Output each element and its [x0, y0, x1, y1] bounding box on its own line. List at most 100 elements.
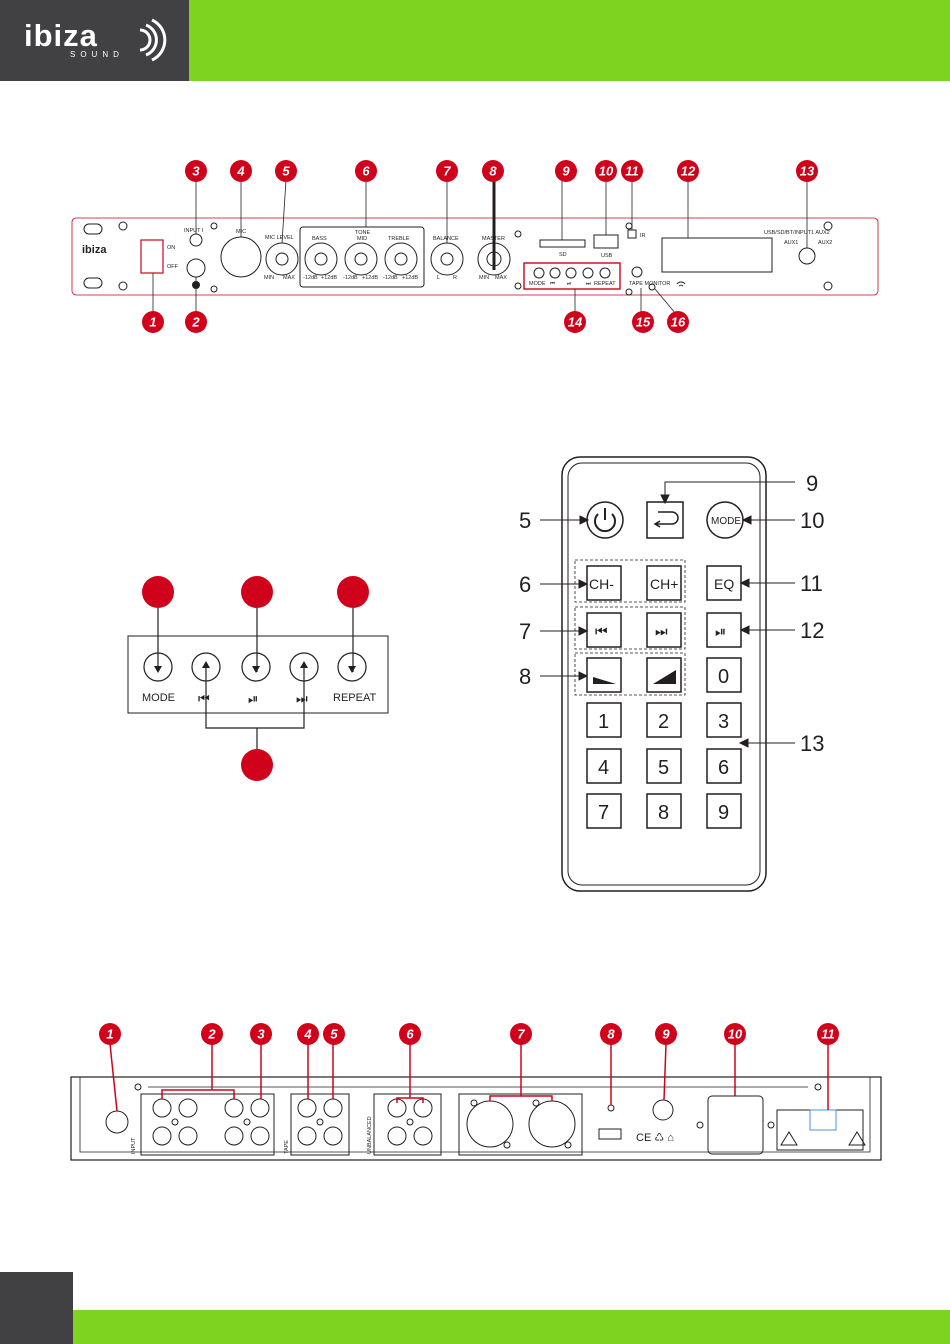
remote-next-button[interactable] — [646, 612, 682, 648]
mode-button[interactable] — [533, 267, 545, 279]
rca-jack[interactable] — [224, 1126, 244, 1146]
front-panel-badge — [564, 311, 586, 333]
label-on: ON — [167, 245, 175, 251]
arrow-up-icon — [202, 661, 210, 668]
remote-callout-7: 7 — [519, 619, 531, 644]
logo-text: ibiza — [24, 18, 98, 53]
detail-repeat-button[interactable] — [337, 652, 367, 682]
front-panel-badge — [555, 160, 577, 182]
front-panel-badge — [796, 160, 818, 182]
label-sd: SD — [559, 252, 567, 258]
unbalanced-jack[interactable] — [413, 1126, 433, 1146]
play-pause-icon: ⏯ — [567, 281, 571, 287]
svg-text:ibiza: ibiza — [82, 244, 107, 256]
label-l: L — [437, 275, 440, 281]
front-panel-badge-number: 11 — [625, 164, 639, 179]
label-db-plus: +12dB — [402, 275, 418, 281]
mid-knob[interactable] — [344, 242, 378, 276]
tape-jack[interactable] — [297, 1098, 317, 1118]
front-panel-badge — [632, 311, 654, 333]
rca-jack[interactable] — [250, 1126, 270, 1146]
remote-digit-9[interactable] — [706, 793, 742, 829]
digit-label: 0 — [718, 666, 729, 688]
front-panel-badge-number: 7 — [443, 164, 451, 179]
ground-terminal[interactable] — [652, 1099, 674, 1121]
remote-digit-2[interactable] — [646, 702, 682, 738]
tone-section — [299, 226, 425, 288]
remote-ch-minus-button[interactable] — [586, 565, 622, 601]
rca-jack[interactable] — [178, 1126, 198, 1146]
remote-ch-minus-label: CH- — [589, 576, 614, 592]
tape-monitor-button[interactable] — [631, 266, 643, 278]
unbalanced-section — [373, 1093, 442, 1156]
sd-slot[interactable] — [539, 239, 586, 248]
remote-callout-11: 11 — [800, 571, 823, 596]
detail-label-mode: MODE — [142, 692, 175, 704]
front-panel-frame — [71, 217, 879, 296]
next-icon: ⏭ — [296, 691, 308, 706]
remote-digit-8[interactable] — [646, 793, 682, 829]
remote-digit-4[interactable] — [586, 748, 622, 784]
unbalanced-jack[interactable] — [387, 1126, 407, 1146]
label-db-minus: -12dB — [343, 275, 358, 281]
rear-panel-badge-number: 8 — [607, 1027, 615, 1042]
remote-digit-0[interactable] — [706, 657, 742, 693]
rear-panel-badge-number: 2 — [207, 1027, 216, 1042]
remote-eq-label: EQ — [714, 576, 734, 592]
rear-panel-frame — [70, 1076, 882, 1161]
remote-digit-6[interactable] — [706, 748, 742, 784]
prev-icon: ⏮ — [595, 623, 608, 639]
voltage-selector[interactable] — [598, 1128, 622, 1140]
treble-knob[interactable] — [384, 242, 418, 276]
label-max: MAX — [495, 275, 507, 281]
play-pause-button[interactable] — [565, 267, 577, 279]
front-panel-badge-number: 15 — [636, 315, 651, 330]
rca-jack[interactable] — [152, 1126, 172, 1146]
detail-play-button[interactable] — [241, 652, 271, 682]
remote-vol-down-button[interactable] — [586, 657, 622, 693]
bluetooth-wifi-icon — [676, 281, 686, 287]
front-panel-badge-number: 5 — [282, 164, 290, 179]
label-off: OFF — [167, 264, 179, 270]
front-panel-badge — [185, 160, 207, 182]
digit-label: 9 — [718, 802, 729, 824]
warning-icon — [780, 1131, 798, 1146]
player-buttons-group — [523, 262, 621, 290]
remote-ch-plus-button[interactable] — [646, 565, 682, 601]
logo-wave-icon — [139, 18, 167, 62]
tape-jack[interactable] — [297, 1126, 317, 1146]
remote-vol-up-button[interactable] — [646, 657, 682, 693]
bass-knob[interactable] — [304, 242, 338, 276]
remote-callout-10: 10 — [800, 508, 824, 533]
remote-callout-5: 5 — [519, 508, 531, 533]
prev-button[interactable] — [549, 267, 561, 279]
rear-panel-badge-number: 10 — [728, 1027, 743, 1042]
power-switch[interactable] — [140, 239, 164, 274]
next-icon: ⏭ — [655, 623, 668, 639]
remote-digit-3[interactable] — [706, 702, 742, 738]
tape-jack[interactable] — [323, 1126, 343, 1146]
rca-jack[interactable] — [250, 1098, 270, 1118]
remote-digit-1[interactable] — [586, 702, 622, 738]
next-button[interactable] — [582, 267, 594, 279]
rear-panel-badge-number: 11 — [821, 1027, 835, 1042]
prev-icon: ⏮ — [550, 281, 555, 287]
remote-prev-button[interactable] — [586, 612, 622, 648]
rear-panel-badge — [724, 1023, 746, 1045]
front-panel-badge — [621, 160, 643, 182]
remote-digit-7[interactable] — [586, 793, 622, 829]
rca-jack[interactable] — [178, 1098, 198, 1118]
detail-badge-repeat — [337, 576, 369, 608]
play-pause-icon: ⏯ — [248, 691, 258, 706]
footer-page-box — [0, 1272, 73, 1344]
power-icon — [594, 508, 616, 533]
fuse-holder[interactable] — [809, 1109, 837, 1131]
rear-panel-badge-number: 6 — [406, 1027, 414, 1042]
label-tape: TAPE — [284, 1140, 290, 1154]
label-db-minus: -12dB — [303, 275, 318, 281]
repeat-button[interactable] — [599, 267, 611, 279]
rear-panel-badge — [323, 1023, 345, 1045]
remote-digit-5[interactable] — [646, 748, 682, 784]
detail-badge-play — [241, 576, 273, 608]
